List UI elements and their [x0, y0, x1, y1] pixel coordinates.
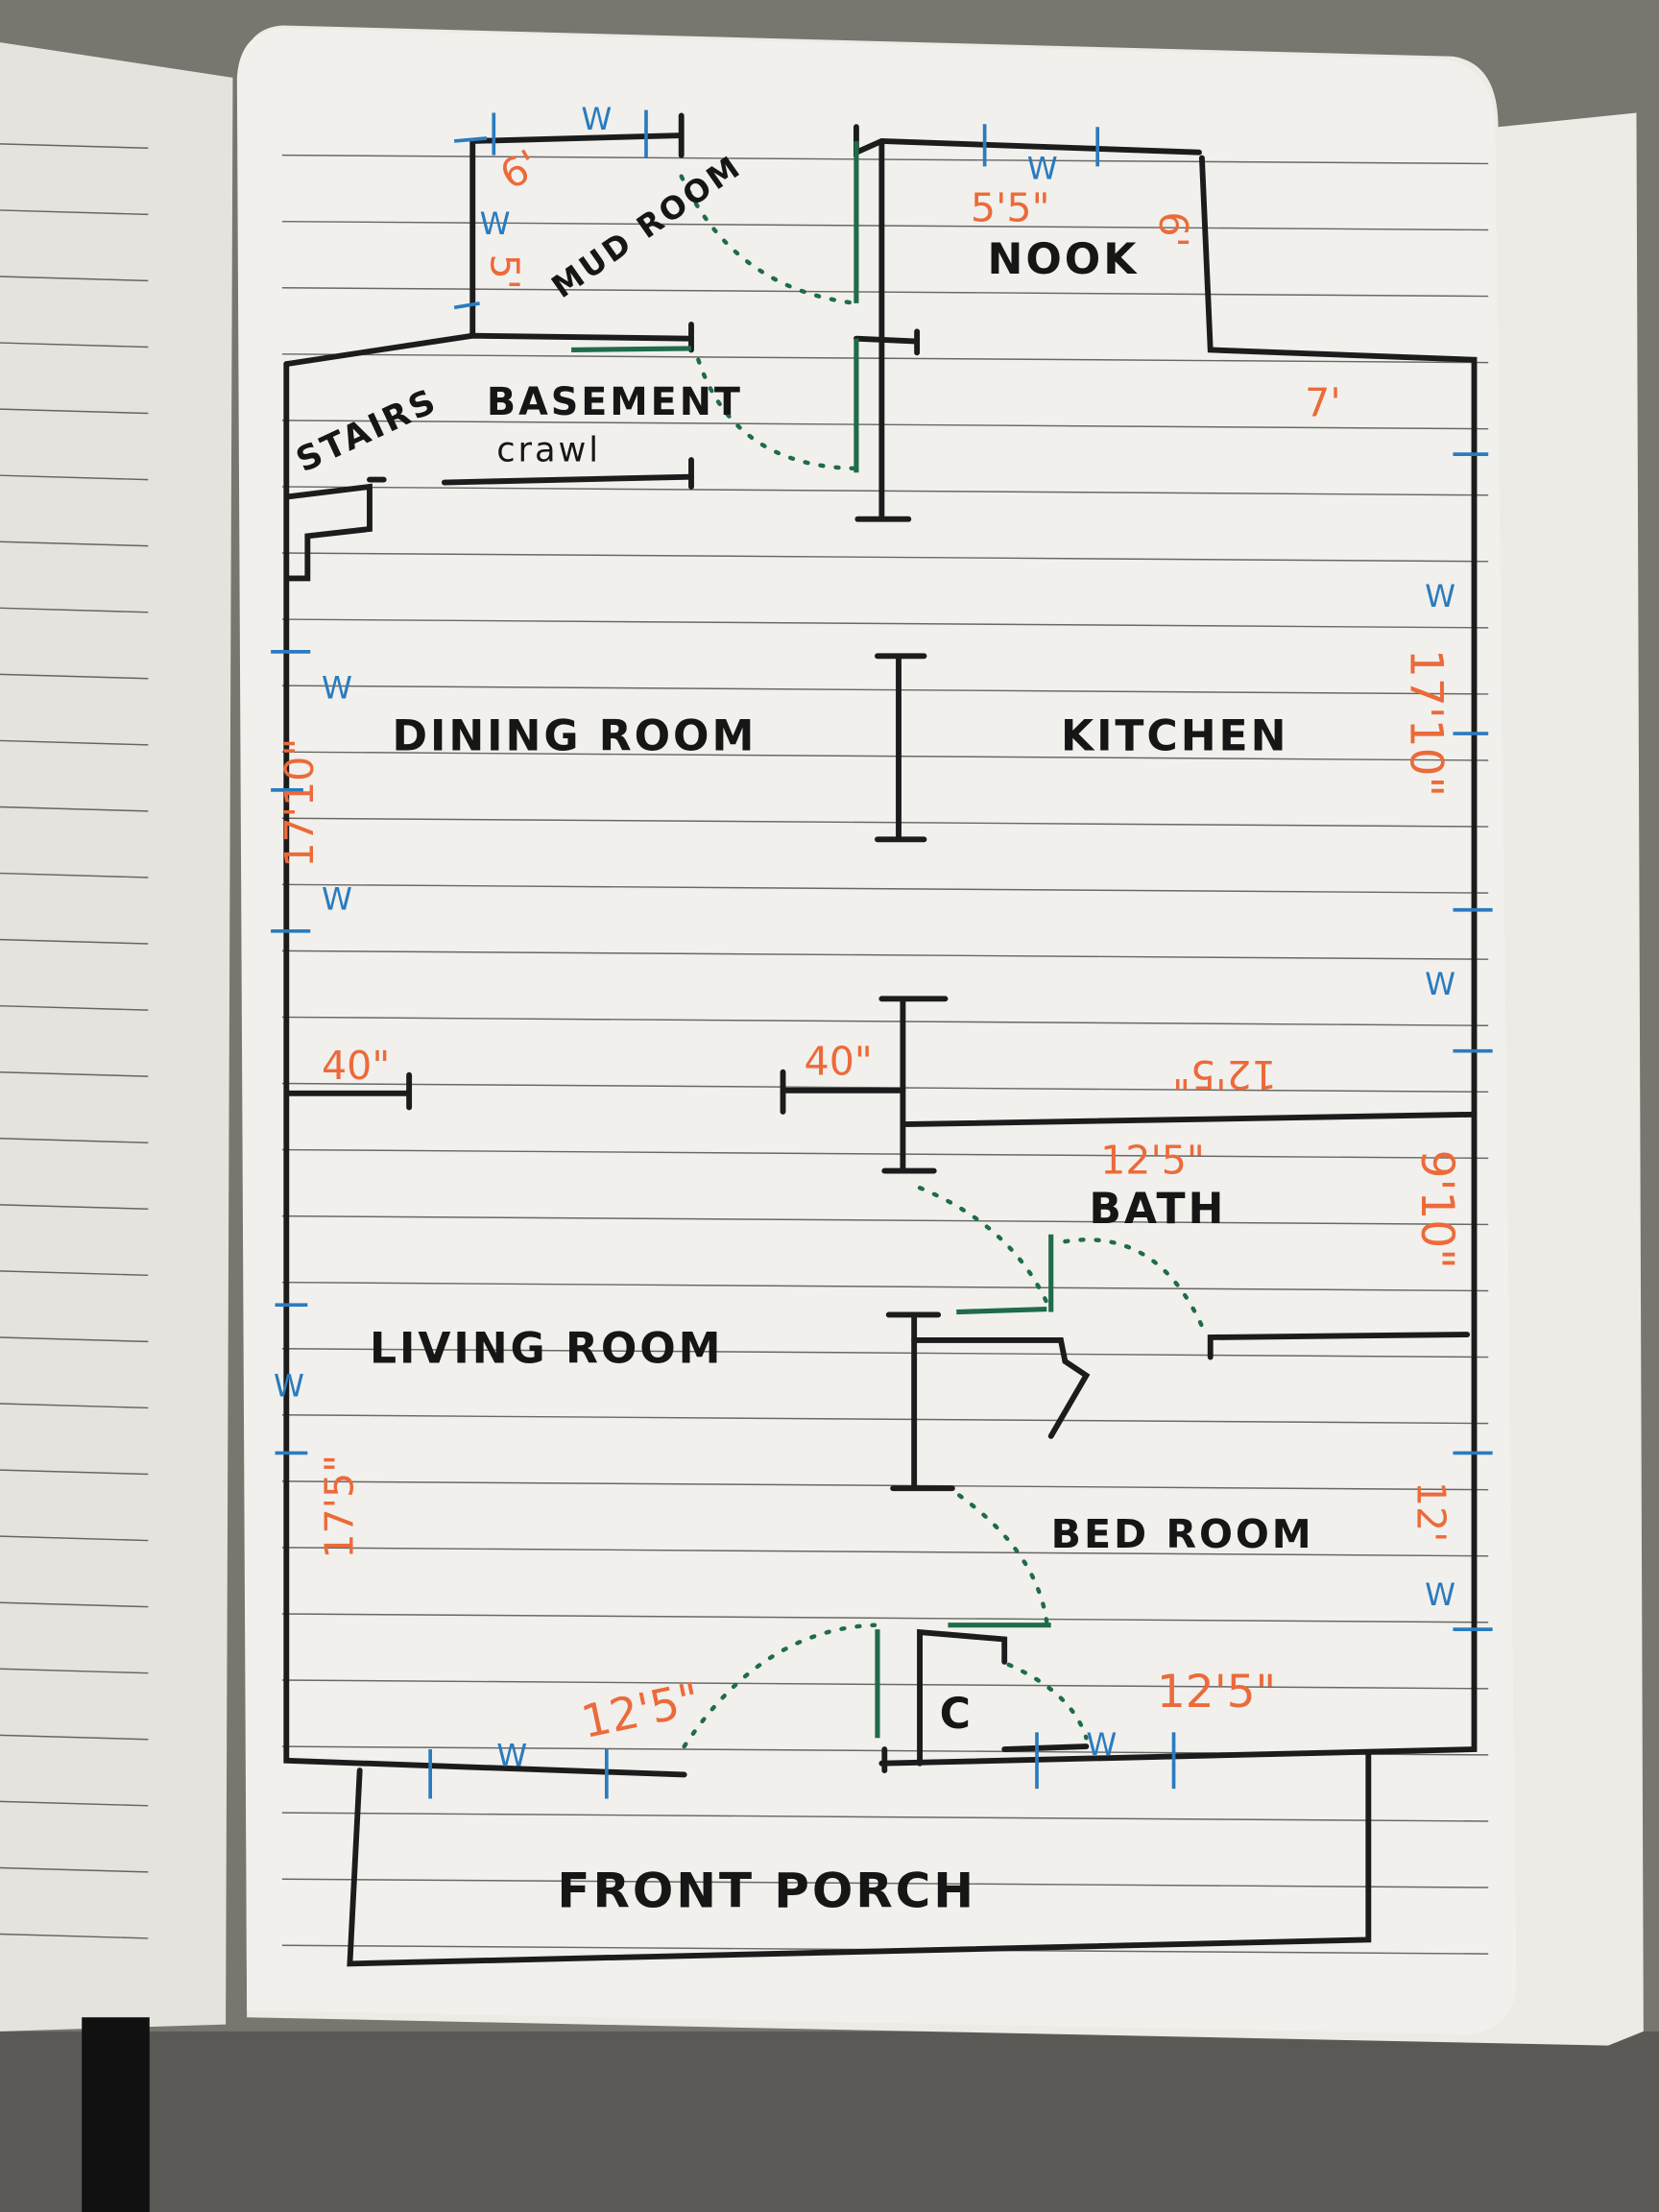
ruled-line [0, 1866, 149, 1873]
ruled-line [281, 353, 1489, 364]
window-marker: W [1425, 966, 1455, 1002]
dim-bedroom-width: 12'5" [1157, 1666, 1276, 1719]
ruled-line [281, 1016, 1489, 1026]
dim-mud-depth: 5' [481, 253, 527, 289]
ruled-line [281, 1414, 1489, 1425]
ruled-line [281, 1281, 1489, 1292]
ruled-line [281, 154, 1489, 165]
ruled-line [0, 1668, 149, 1674]
window-ticks [271, 109, 1493, 1799]
ruled-line [0, 739, 149, 746]
label-nook: NOOK [988, 235, 1140, 284]
ruled-line [0, 1403, 149, 1409]
ruled-line [0, 408, 149, 415]
window-marker: W [1425, 578, 1455, 614]
ruled-line [281, 552, 1489, 563]
window-marker: W [581, 101, 612, 137]
dim-bath-depth: 9'10" [1410, 1150, 1463, 1269]
label-living-room: LIVING ROOM [370, 1324, 723, 1373]
ruled-line [0, 1336, 149, 1343]
dim-kitchen-depth: 17'10" [1399, 649, 1452, 797]
ruled-line [281, 817, 1489, 828]
ruled-line [281, 751, 1489, 761]
ruled-line [281, 287, 1489, 298]
ruled-line [0, 1071, 149, 1077]
label-bedroom: BED ROOM [1051, 1511, 1314, 1557]
notebook-page [236, 28, 1517, 2034]
ruled-line [281, 950, 1489, 960]
bookmark-ribbon [82, 2017, 150, 2212]
doors [571, 140, 1205, 1749]
window-marker: W [1027, 151, 1058, 187]
ruled-line [281, 1214, 1489, 1226]
label-dining-room: DINING ROOM [392, 712, 757, 761]
ruled-line [0, 938, 149, 945]
dim-nook-width: 5'5" [971, 185, 1050, 231]
ruled-line [281, 1480, 1489, 1491]
ruled-line [281, 883, 1489, 894]
ruled-line [0, 607, 149, 613]
dim-dining-depth: 17'10" [276, 738, 323, 868]
dim-bedroom-depth: 12' [1408, 1481, 1455, 1543]
dim-center-stub: 40" [805, 1039, 873, 1085]
dim-bath-width-upper: 12'5" [1172, 1051, 1277, 1097]
ruled-line [0, 1734, 149, 1741]
label-closet: C [940, 1690, 974, 1739]
dim-left-stub: 40" [322, 1043, 390, 1089]
ruled-line [0, 541, 149, 547]
ruled-line [0, 276, 149, 282]
dimension-labels: 6' 5' 5'5" 6' 7' 17'10" 17'10" 40" 40" 1… [276, 141, 1463, 1749]
walls [283, 112, 1478, 1967]
table-edge [0, 2031, 1659, 2212]
dim-kitchen-offset: 7' [1305, 379, 1340, 425]
ruled-line [0, 673, 149, 680]
left-page [0, 42, 233, 2032]
window-marker: W [496, 1738, 527, 1774]
window-marker: W [322, 669, 352, 706]
window-marker: W [322, 881, 352, 918]
dim-living-depth: 17'5" [316, 1455, 362, 1559]
ruled-line [0, 1800, 149, 1807]
ruled-line [0, 1204, 149, 1210]
window-markers: W W W W W W W W W W W [274, 101, 1455, 1773]
ruled-line [0, 143, 149, 150]
ruled-line [281, 1547, 1489, 1557]
window-marker: W [480, 205, 511, 242]
ruled-line [0, 1270, 149, 1277]
ruled-line [281, 1812, 1489, 1822]
window-marker: W [274, 1368, 304, 1405]
label-basement: BASEMENT [487, 380, 743, 424]
ruled-line [0, 1933, 149, 1939]
ruled-line [281, 1878, 1489, 1888]
window-marker: W [1086, 1726, 1117, 1763]
ruled-line [281, 685, 1489, 695]
window-marker: W [1425, 1576, 1455, 1613]
dim-nook-depth: 6' [1150, 211, 1196, 247]
ruled-line [281, 1348, 1489, 1358]
left-page-rules [0, 143, 149, 1939]
dim-bath-width-lower: 12'5" [1100, 1138, 1205, 1184]
ruled-line [281, 1148, 1489, 1160]
ruled-line [281, 220, 1489, 231]
label-front-porch: FRONT PORCH [557, 1863, 976, 1919]
ruled-line [0, 342, 149, 349]
label-crawl: CRAWL [496, 430, 601, 469]
ruled-line [0, 1004, 149, 1011]
ruled-line [281, 1679, 1489, 1690]
ruled-line [0, 1601, 149, 1608]
ruled-line [281, 618, 1489, 629]
ruled-line [0, 1469, 149, 1476]
ruled-line [281, 1613, 1489, 1623]
label-kitchen: KITCHEN [1061, 712, 1288, 761]
ruled-line [281, 486, 1489, 496]
ruled-line [0, 474, 149, 481]
ruled-line [0, 805, 149, 812]
label-bath: BATH [1089, 1185, 1226, 1234]
ruled-line [0, 1535, 149, 1542]
ruled-line [281, 420, 1489, 430]
ruled-line [0, 1138, 149, 1143]
page-rules [281, 154, 1489, 1955]
ruled-line [0, 872, 149, 878]
ruled-line [0, 209, 149, 216]
